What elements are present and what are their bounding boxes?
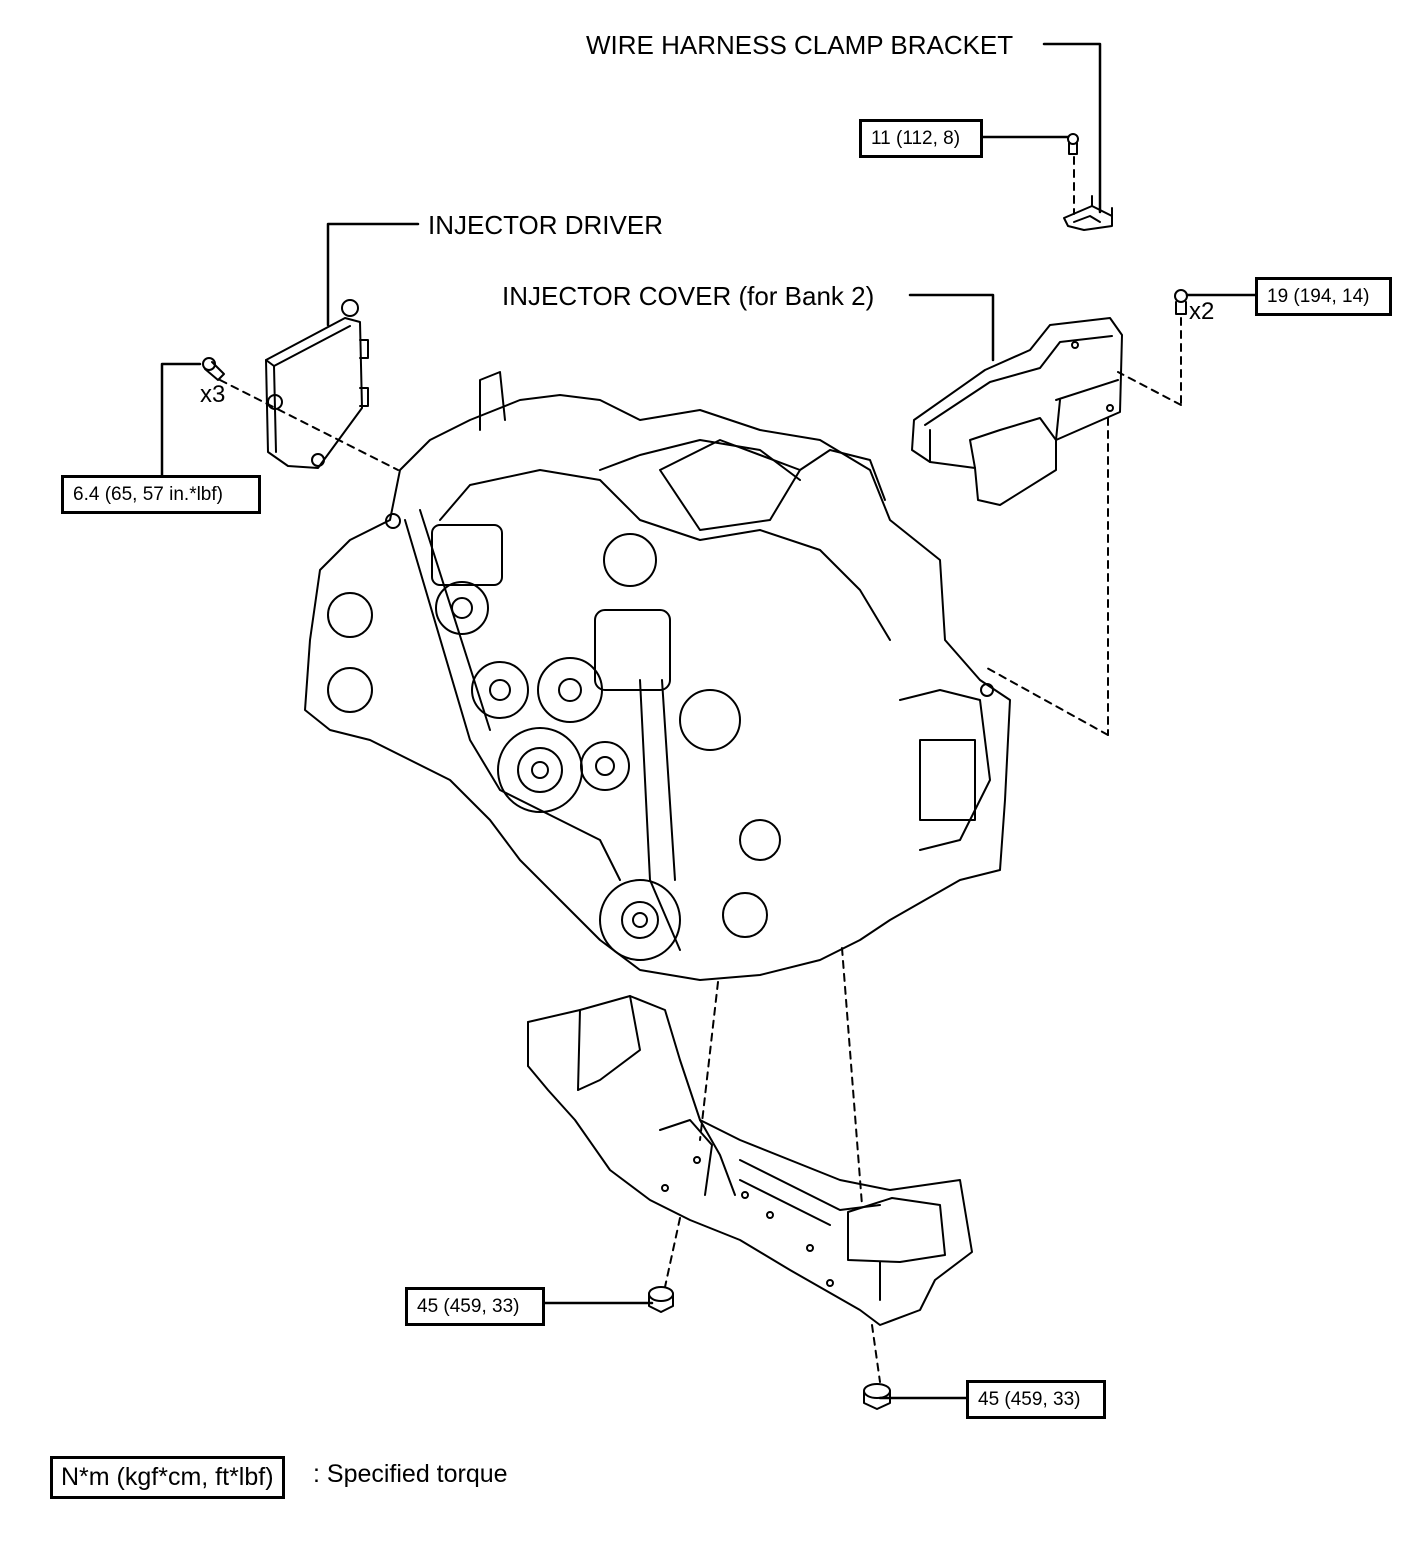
torque-injector-driver-bolt: 6.4 (65, 57 in.*lbf) [61, 475, 261, 514]
leader-lines [160, 42, 1257, 1400]
injector-cover-bolt [1174, 289, 1188, 315]
injector-driver-label: INJECTOR DRIVER [428, 210, 663, 240]
assembly-lines [219, 156, 1182, 1383]
clamp-bracket-bolt [1067, 133, 1079, 155]
crossmember-nut-left [648, 1286, 674, 1313]
front-crossmember [527, 995, 973, 1326]
wire-harness-clamp-bracket [1063, 195, 1113, 231]
engine-assembly [304, 371, 1011, 981]
quantity-injector-driver-bolts: x3 [200, 381, 226, 408]
legend-description: : Specified torque [313, 1460, 508, 1488]
torque-clamp-bracket-bolt: 11 (112, 8) [859, 119, 983, 158]
wire-harness-clamp-bracket-label: WIRE HARNESS CLAMP BRACKET [586, 30, 1014, 60]
injector-driver-bolt [202, 357, 225, 381]
torque-crossmember-nut-left: 45 (459, 33) [405, 1287, 545, 1326]
torque-crossmember-nut-right: 45 (459, 33) [966, 1380, 1106, 1419]
legend-unit-box: N*m (kgf*cm, ft*lbf) [50, 1456, 285, 1499]
torque-injector-cover-bolt: 19 (194, 14) [1255, 277, 1392, 316]
injector-driver [265, 299, 369, 469]
quantity-injector-cover-bolts: x2 [1189, 298, 1215, 325]
injector-cover-label: INJECTOR COVER (for Bank 2) [502, 281, 875, 311]
injector-cover [911, 317, 1123, 506]
crossmember-nut-right [863, 1383, 891, 1410]
